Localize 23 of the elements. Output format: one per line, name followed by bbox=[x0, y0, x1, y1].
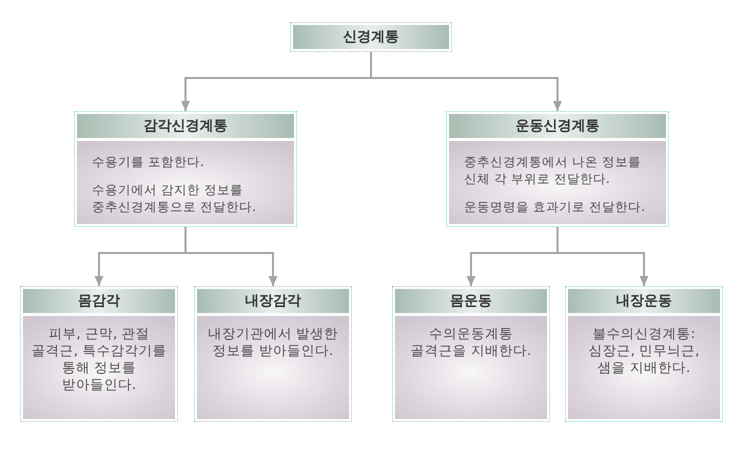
title-band: 신경계통 bbox=[293, 25, 449, 49]
heading-band: 감각신경계통 bbox=[77, 114, 294, 138]
category-card bbox=[74, 111, 297, 227]
description-text: 수용기를 포함한다. bbox=[92, 153, 205, 170]
connector-arrow bbox=[370, 52, 562, 111]
heading-band: 몸감각 bbox=[23, 289, 175, 313]
description-text: 운동명령을 효과기로 전달한다. bbox=[464, 198, 646, 215]
description-text: 내장기관에서 발생한 정보를 받아들인다. bbox=[206, 326, 340, 360]
heading-band: 내장운동 bbox=[568, 289, 720, 313]
description-text: 수용기에서 감지한 정보를 중추신경계통으로 전달한다. bbox=[92, 181, 257, 215]
heading-band: 운동신경계통 bbox=[449, 114, 666, 138]
description-text: 수의운동계통 골격근을 지배한다. bbox=[410, 326, 532, 360]
category-card bbox=[565, 286, 723, 422]
category-card bbox=[446, 111, 669, 227]
description-text: 피부, 근막, 관절 골격근, 특수감각기를 통해 정보를 받아들인다. bbox=[30, 326, 168, 394]
category-card bbox=[194, 286, 352, 422]
heading-band: 내장감각 bbox=[197, 289, 349, 313]
connector-arrow bbox=[556, 227, 648, 286]
heading-band: 몸운동 bbox=[395, 289, 547, 313]
category-card bbox=[392, 286, 550, 422]
description-text: 중추신경계통에서 나온 정보를 신체 각 부위로 전달한다. bbox=[464, 153, 642, 187]
category-card bbox=[20, 286, 178, 422]
description-text: 불수의신경계통: 심장근, 민무늬근, 샘을 지배한다. bbox=[588, 326, 700, 377]
